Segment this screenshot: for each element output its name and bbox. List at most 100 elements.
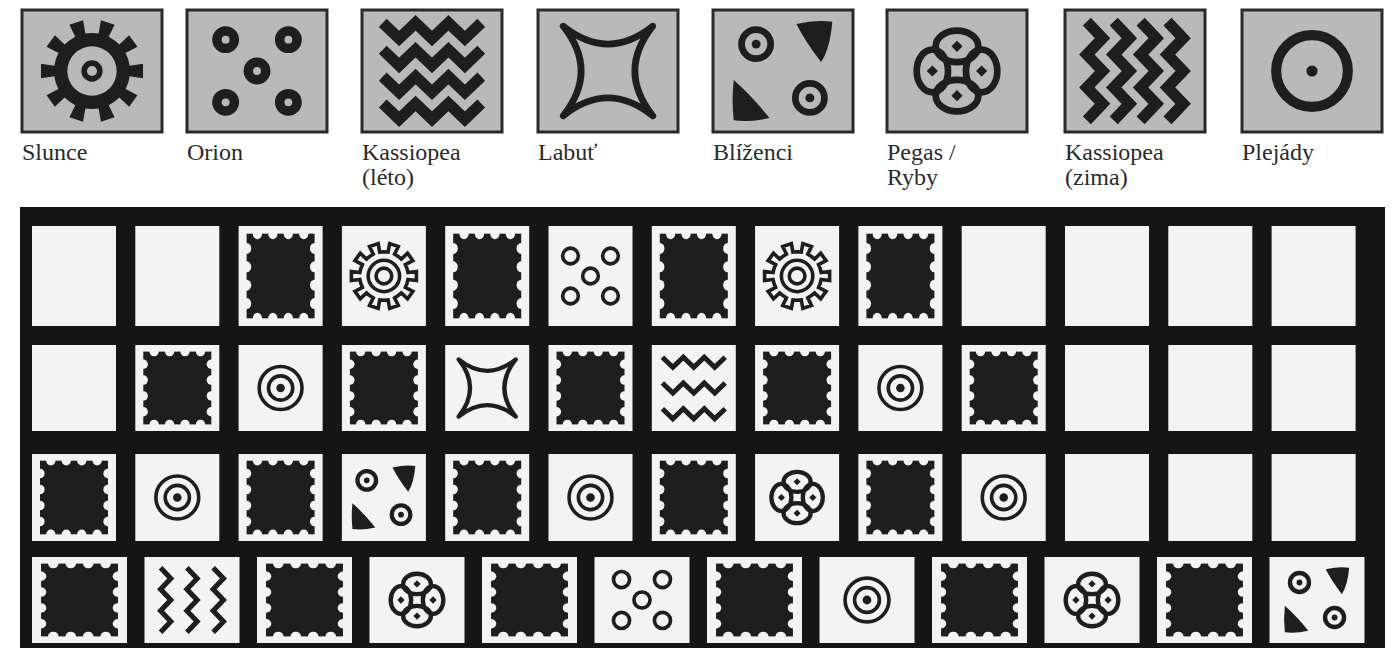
constellation-symbol xyxy=(261,559,348,641)
symbol-shape xyxy=(873,228,882,239)
symbol-shape xyxy=(453,461,521,535)
symbol-shape xyxy=(1242,10,1382,132)
symbol-shape xyxy=(1022,347,1031,356)
board-cell xyxy=(370,557,465,643)
board-cell xyxy=(1272,345,1356,431)
symbol-shape xyxy=(93,530,102,540)
constellation-symbol xyxy=(156,476,199,519)
symbol-shape xyxy=(620,360,629,369)
symbol-shape xyxy=(383,50,482,66)
symbol-shape xyxy=(965,375,974,384)
symbol-shape xyxy=(862,243,871,254)
symbol-shape xyxy=(707,557,802,643)
symbol-shape xyxy=(723,559,733,568)
constellation-symbol xyxy=(242,456,319,539)
symbol-shape xyxy=(32,345,116,431)
symbol-shape xyxy=(1104,596,1111,603)
symbol-shape xyxy=(681,313,690,324)
symbol-shape xyxy=(376,268,392,284)
symbol-shape xyxy=(498,559,508,568)
symbol-shape xyxy=(552,391,561,400)
symbol-shape xyxy=(1157,557,1252,643)
board-cell xyxy=(858,345,942,431)
symbol-shape xyxy=(242,469,251,479)
symbol-shape xyxy=(459,456,468,466)
board-cell xyxy=(1168,345,1252,431)
board-cell xyxy=(549,454,633,541)
symbol-shape xyxy=(533,559,543,568)
symbol-shape xyxy=(1007,347,1016,356)
symbol-shape xyxy=(459,228,468,239)
symbol-shape xyxy=(862,485,871,495)
symbol-shape xyxy=(275,89,302,116)
symbol-shape xyxy=(257,557,352,643)
symbol-shape xyxy=(903,313,912,324)
symbol-shape xyxy=(816,420,825,429)
symbol-shape xyxy=(338,572,348,581)
symbol-shape xyxy=(962,454,1046,541)
symbol-shape xyxy=(486,619,496,628)
symbol-shape xyxy=(310,280,319,291)
symbol-shape xyxy=(919,456,928,466)
symbol-shape xyxy=(723,298,732,309)
symbol-shape xyxy=(1191,632,1201,641)
symbol-shape xyxy=(310,501,319,511)
symbol-shape xyxy=(453,234,521,319)
symbol-shape xyxy=(681,530,690,540)
symbol-tile xyxy=(22,10,162,132)
constellation-symbol xyxy=(351,244,416,309)
board-cell xyxy=(652,345,736,431)
symbol-shape xyxy=(862,501,871,511)
symbol-shape xyxy=(1065,10,1205,132)
symbol-shape xyxy=(563,587,573,596)
symbol-shape xyxy=(77,530,86,540)
symbol-shape xyxy=(145,557,240,643)
symbol-shape xyxy=(247,234,315,319)
board-cell xyxy=(858,226,942,326)
symbol-shape xyxy=(368,260,399,291)
symbol-shape xyxy=(32,557,127,643)
symbol-label: Kassiopea (zima) xyxy=(1065,140,1195,190)
symbol-shape xyxy=(1045,557,1140,643)
symbol-shape xyxy=(826,407,835,416)
board-cell xyxy=(1270,557,1365,643)
symbol-shape xyxy=(207,391,216,400)
constellation-symbol xyxy=(161,568,224,632)
symbol-shape xyxy=(445,345,529,431)
symbol-shape xyxy=(723,261,732,272)
symbol-shape xyxy=(1065,226,1149,326)
symbol-shape xyxy=(758,360,767,369)
symbol-shape xyxy=(242,485,251,495)
symbol-shape xyxy=(253,313,262,324)
symbol-shape xyxy=(652,345,736,431)
board-cell xyxy=(239,226,323,326)
symbol-shape xyxy=(887,10,1027,132)
constellation-symbol xyxy=(36,559,123,641)
symbol-shape xyxy=(1000,559,1010,568)
symbol-shape xyxy=(1284,606,1308,633)
symbol-shape xyxy=(1033,360,1042,369)
symbol-shape xyxy=(930,469,939,479)
board-cell xyxy=(32,557,127,643)
symbol-shape xyxy=(490,530,499,540)
symbol-shape xyxy=(135,454,219,541)
symbol-shape xyxy=(196,347,205,356)
board-cell xyxy=(1065,345,1149,431)
symbol-shape xyxy=(46,456,55,466)
symbol-shape xyxy=(711,619,721,628)
symbol-shape xyxy=(888,456,897,466)
board-cell xyxy=(820,557,915,643)
symbol-shape xyxy=(413,391,422,400)
symbol-shape xyxy=(139,360,148,369)
symbol-shape xyxy=(660,234,728,319)
symbol-shape xyxy=(1007,420,1016,429)
board-cell xyxy=(962,454,1046,541)
symbol-shape xyxy=(550,632,560,641)
symbol-shape xyxy=(338,587,348,596)
symbol-shape xyxy=(965,391,974,400)
symbol-shape xyxy=(578,485,602,509)
symbol-shape xyxy=(275,26,302,53)
constellation-symbol xyxy=(733,21,833,121)
symbol-shape xyxy=(1208,559,1218,568)
